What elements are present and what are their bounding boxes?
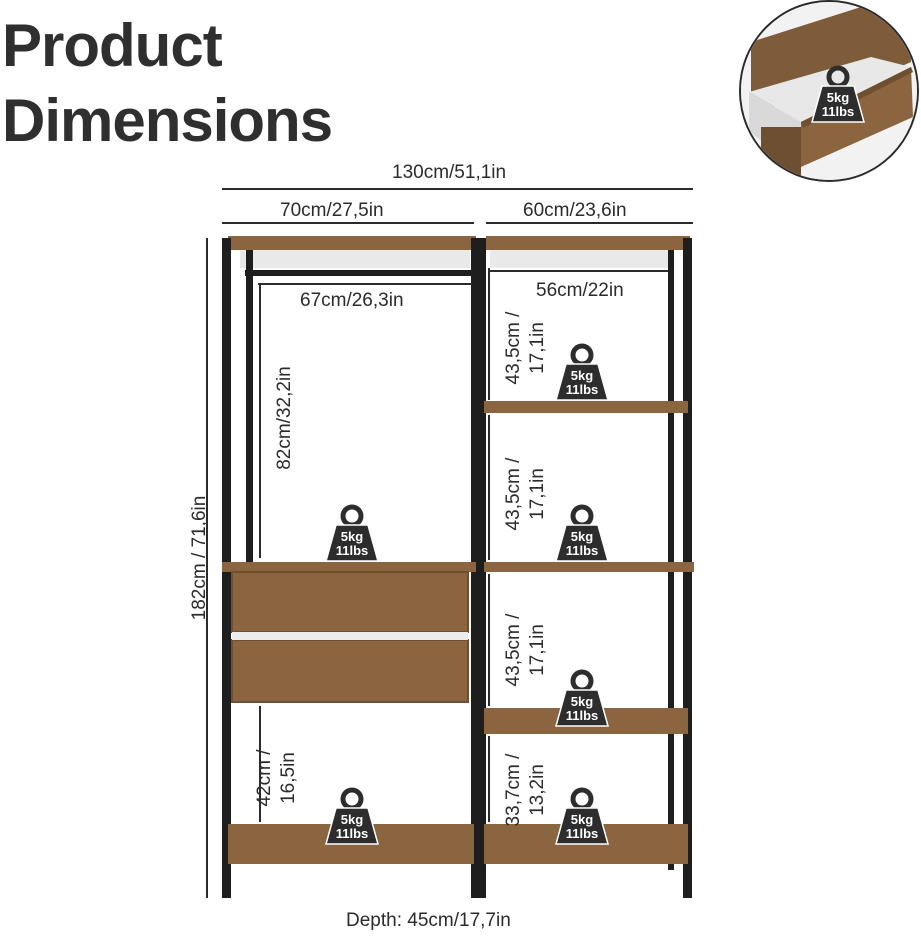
right-shelf-1 <box>484 401 688 413</box>
left-middle-shelf <box>222 562 476 572</box>
weight-kg-label: 5kg <box>570 812 594 827</box>
right-compartment-4-line <box>488 736 490 822</box>
weight-lbs-label: 11lbs <box>335 543 369 558</box>
right-width-label: 60cm/23,6in <box>523 200 627 221</box>
weight-lbs-label: 11lbs <box>565 543 599 558</box>
drawer-detail-inset: 5kg 11lbs <box>739 0 919 182</box>
depth-label: Depth: 45cm/17,7in <box>346 910 511 931</box>
left-width-label: 70cm/27,5in <box>280 200 384 221</box>
rod-width-label: 67cm/26,3in <box>300 290 404 311</box>
drawer-top <box>231 571 469 633</box>
weight-icon <box>555 669 609 727</box>
weight-icon <box>325 787 379 845</box>
weight-badge-right-2: 5kg 11lbs <box>552 503 612 563</box>
frame-post-left-back <box>246 250 253 590</box>
hanging-height-label: 82cm/32,2in <box>274 366 295 470</box>
frame-post-right-back <box>668 250 674 870</box>
weight-lbs-label: 11lbs <box>565 708 599 723</box>
weight-kg-label: 5kg <box>340 812 364 827</box>
hanging-rod <box>245 270 472 276</box>
page-title: Product Dimensions <box>2 8 333 158</box>
weight-kg-label: 5kg <box>570 694 594 709</box>
weight-kg-label: 5kg <box>340 529 364 544</box>
right-compartment-2-label: 43,5cm / 17,1in <box>503 457 548 531</box>
right-shelf-2 <box>484 562 694 572</box>
bottom-left-height-line <box>259 706 261 822</box>
right-compartment-1-label: 43,5cm / 17,1in <box>503 311 548 385</box>
right-width-line <box>486 222 693 224</box>
weight-kg-label: 5kg <box>570 529 594 544</box>
weight-badge-left-middle: 5kg 11lbs <box>322 503 382 563</box>
height-line <box>206 238 208 898</box>
weight-kg-label: 5kg <box>826 90 850 105</box>
right-compartment-3-line <box>488 574 490 706</box>
weight-icon <box>555 343 609 401</box>
height-label: 182cm / 71,6in <box>189 495 210 621</box>
right-compartment-3-label: 43,5cm / 17,1in <box>503 613 548 687</box>
weight-badge-right-3: 5kg 11lbs <box>552 668 612 728</box>
hanging-height-line <box>259 283 261 558</box>
left-width-line <box>222 222 474 224</box>
frame-post-middle-b <box>480 238 486 898</box>
weight-lbs-label: 11lbs <box>565 826 599 841</box>
right-compartment-4-label: 33,7cm / 13,2in <box>503 753 548 827</box>
weight-icon <box>555 787 609 845</box>
total-width-label: 130cm/51,1in <box>392 162 507 183</box>
right-compartment-1-line <box>488 268 490 400</box>
shelf-width-label: 56cm/22in <box>536 280 624 301</box>
weight-icon <box>555 504 609 562</box>
bottom-left-height-label: 42cm / 16,5in <box>254 749 299 807</box>
title-line-2: Dimensions <box>2 87 333 154</box>
total-width-line <box>222 188 693 190</box>
shelf-width-line <box>490 270 668 272</box>
left-top-shelf <box>228 236 476 250</box>
weight-badge-left-bottom: 5kg 11lbs <box>322 786 382 846</box>
right-compartment-2-line <box>488 415 490 560</box>
weight-badge-right-1: 5kg 11lbs <box>552 342 612 402</box>
weight-lbs-label: 11lbs <box>565 382 599 397</box>
weight-kg-label: 5kg <box>570 368 594 383</box>
rod-width-line <box>258 283 472 285</box>
weight-badge-right-4: 5kg 11lbs <box>552 786 612 846</box>
right-top-shelf <box>486 236 690 250</box>
weight-lbs-label: 11lbs <box>821 104 855 119</box>
weight-lbs-label: 11lbs <box>335 826 369 841</box>
title-line-1: Product <box>2 12 223 79</box>
weight-badge-inset: 5kg 11lbs <box>808 64 868 124</box>
drawer-bottom <box>231 639 469 703</box>
weight-icon <box>325 504 379 562</box>
